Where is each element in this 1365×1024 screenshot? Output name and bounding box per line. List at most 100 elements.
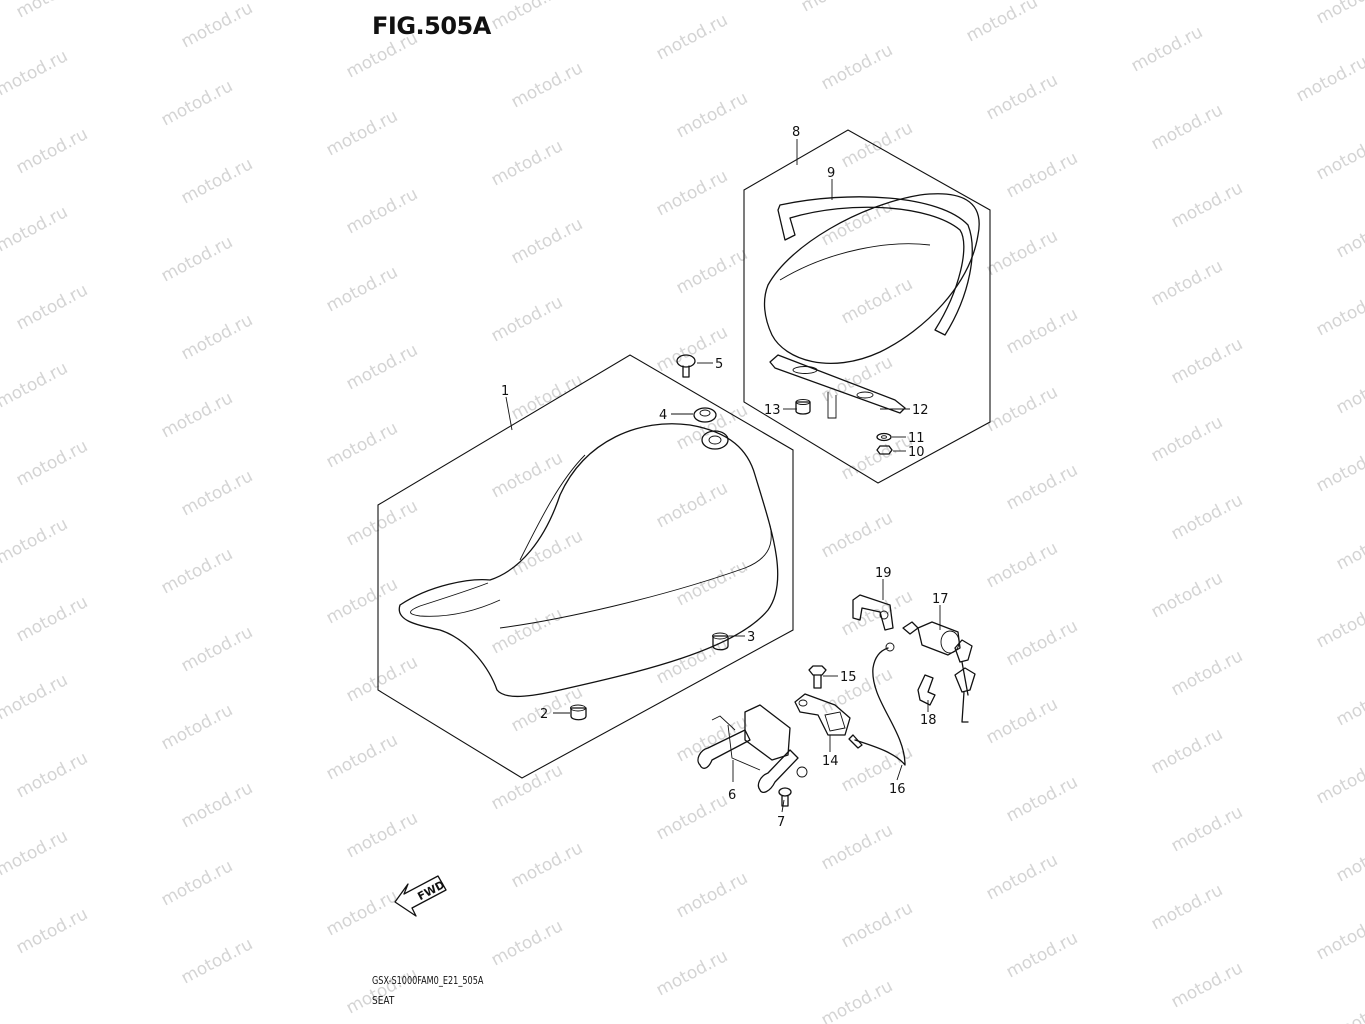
hinge-pivot (796, 766, 808, 778)
figure-code: GSX-S1000FAM0_E21_505A (372, 974, 484, 987)
watermark-text: motod.ru (963, 0, 1041, 46)
watermark-text: motod.ru (323, 730, 401, 784)
watermark-text: motod.ru (0, 670, 71, 724)
watermark-text: motod.ru (818, 508, 896, 562)
front-seat (398, 423, 779, 698)
watermark-text: motod.ru (178, 310, 256, 364)
seat-hinge-part-6 (697, 704, 808, 807)
watermark-text: motod.ru (673, 244, 751, 298)
watermark-text: motod.ru (1003, 304, 1081, 358)
bracket-part-12 (769, 354, 906, 414)
leader-7 (781, 799, 785, 813)
lock-latch-part-14 (794, 693, 851, 736)
bracket-hole (856, 391, 874, 399)
watermark-text: motod.ru (673, 556, 751, 610)
watermark-text: motod.ru (1148, 256, 1226, 310)
lock-cylinder-part-17 (917, 621, 961, 656)
watermark-text: motod.ru (1168, 646, 1246, 700)
watermark-text: motod.ru (0, 826, 71, 880)
cable-end-ball (885, 642, 895, 652)
watermark-text: motod.ru (1003, 460, 1081, 514)
key-b (954, 667, 976, 723)
watermark-text: motod.ru (983, 382, 1061, 436)
bracket-tab (827, 392, 837, 419)
hinge-arm-right (757, 749, 799, 793)
callout-labels: 1 2 3 4 5 6 7 8 9 10 11 12 13 14 15 16 1… (501, 125, 949, 830)
seat-lock-assembly (794, 594, 976, 766)
fwd-arrow-label: FWD (415, 878, 447, 903)
watermark-text: motod.ru (13, 748, 91, 802)
watermark-text: motod.ru (1313, 442, 1365, 496)
watermark-text: motod.ru (838, 118, 916, 172)
watermark-text: motod.ru (818, 40, 896, 94)
watermark-text: motod.ru (158, 388, 236, 442)
hinge-lower (727, 724, 761, 771)
leader-16 (896, 764, 903, 781)
watermark-text: motod.ru (343, 964, 421, 1018)
watermark-text: motod.ru (1313, 130, 1365, 184)
watermark-text: motod.ru (13, 0, 91, 22)
hinge-rod (711, 715, 736, 731)
watermark-text: motod.ru (653, 166, 731, 220)
watermark-text: motod.ru (343, 340, 421, 394)
cushion-part-13 (795, 401, 811, 415)
watermark-text: motod.ru (983, 538, 1061, 592)
bolt-part-15-head (808, 665, 827, 676)
nut-part-10 (876, 445, 893, 455)
cushion-part-3-top (712, 632, 728, 640)
watermark-text: motod.ru (0, 202, 71, 256)
watermark-text: motod.ru (13, 280, 91, 334)
figure-title: FIG.505A (372, 12, 491, 40)
watermark-text: motod.ru (673, 88, 751, 142)
watermark-text: motod.ru (508, 214, 586, 268)
cushion-part-13-top (795, 399, 811, 405)
callout-19: 19 (875, 566, 892, 581)
bolt-part-15-shaft (813, 674, 822, 689)
callout-17: 17 (932, 592, 949, 607)
latch-block (824, 711, 846, 732)
watermark-text: motod.ru (323, 418, 401, 472)
callout-10: 10 (908, 445, 925, 460)
fwd-arrow: FWD (394, 875, 447, 917)
watermark-text: motod.ru (653, 790, 731, 844)
watermark-text: motod.ru (1148, 568, 1226, 622)
watermark-text: motod.ru (508, 58, 586, 112)
watermark-text: motod.ru (13, 904, 91, 958)
grommet-hole (699, 409, 711, 417)
watermark-text: motod.ru (1148, 724, 1226, 778)
front-seat-ridge (499, 524, 772, 629)
watermark-text: motod.ru (818, 664, 896, 718)
watermark-text: motod.ru (508, 838, 586, 892)
lock-pin (902, 621, 919, 635)
watermark-text: motod.ru (343, 496, 421, 550)
watermark-text: motod.ru (838, 586, 916, 640)
watermark-text: motod.ru (178, 934, 256, 988)
watermark-text: motod.ru (323, 886, 401, 940)
cushion-part-2 (570, 707, 587, 721)
rear-seat-seam (779, 243, 931, 281)
callout-16: 16 (889, 782, 906, 797)
watermark-text: motod.ru (1333, 208, 1365, 262)
callout-5: 5 (715, 357, 723, 372)
watermark-text: motod.ru (488, 448, 566, 502)
watermark-text: motod.ru (1148, 100, 1226, 154)
watermark-text: motod.ru (673, 712, 751, 766)
rear-seat-assembly (743, 129, 991, 484)
watermark-text: motod.ru (1333, 832, 1365, 886)
watermark-text: motod.ru (13, 592, 91, 646)
main-seat-assembly (377, 354, 794, 779)
watermark-text: motod.ru (798, 0, 876, 16)
seat-strap-part-9 (777, 196, 973, 336)
watermark-text: motod.ru (158, 700, 236, 754)
watermark-text: motod.ru (983, 226, 1061, 280)
watermark-text: motod.ru (1333, 988, 1365, 1024)
callout-9: 9 (827, 166, 835, 181)
callout-14: 14 (822, 754, 839, 769)
watermark-text: motod.ru (323, 574, 401, 628)
watermark-text: motod.ru (1313, 754, 1365, 808)
watermark-text: motod.ru (653, 634, 731, 688)
watermark-text: motod.ru (673, 400, 751, 454)
watermark-text: motod.ru (1313, 910, 1365, 964)
watermark-text: motod.ru (1313, 0, 1365, 28)
callout-7: 7 (777, 815, 785, 830)
